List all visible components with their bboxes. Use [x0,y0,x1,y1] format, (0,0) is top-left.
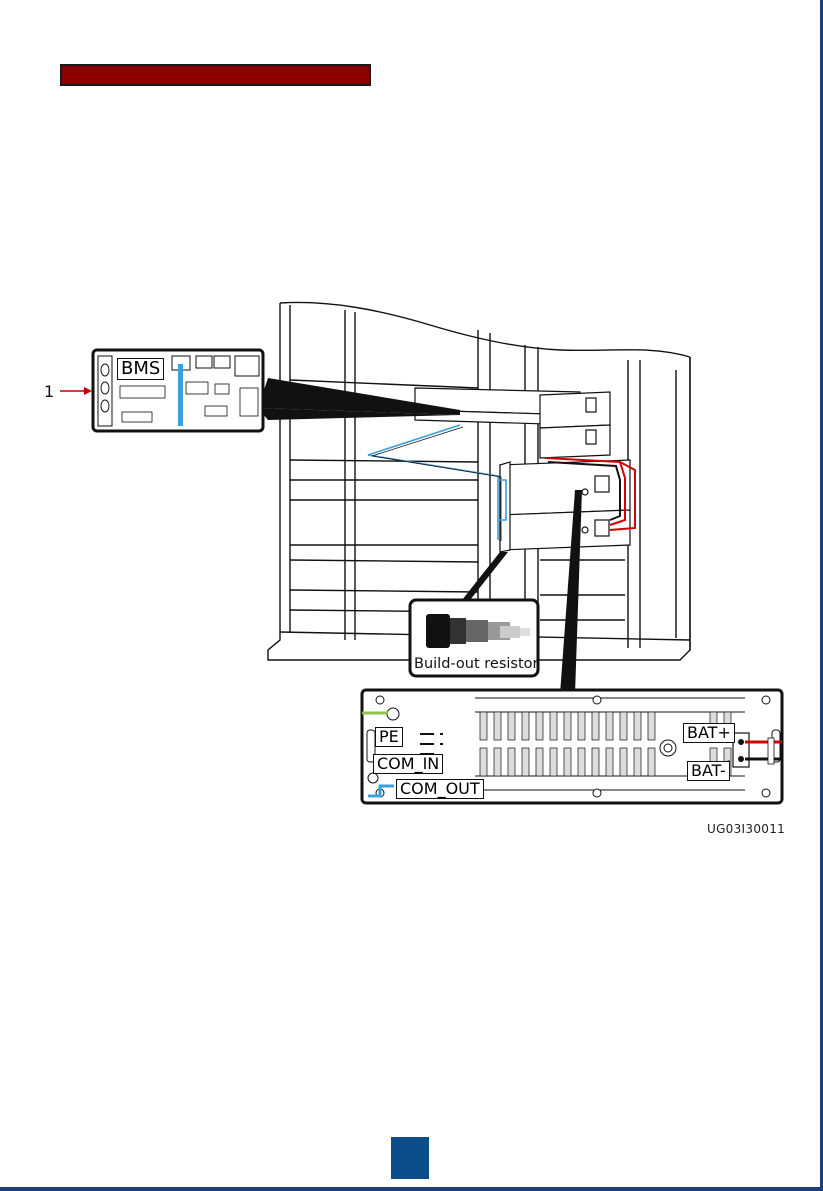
pe-port-label: PE [375,727,403,747]
bms-label: BMS [117,358,164,380]
bottom-bar [0,1187,823,1191]
bms-modules [500,460,630,552]
bat-minus-label: BAT- [687,761,730,781]
callout-arrow [60,387,92,395]
figure-id: UG03I30011 [707,823,785,835]
bat-plus-label: BAT+ [683,723,735,743]
callout-number: 1 [44,384,54,400]
upper-modules [415,388,610,458]
comm-cable-cabinet [368,425,506,541]
resistor-label: Build-out resistor [414,657,538,672]
com-out-port-label: COM_OUT [396,779,484,799]
page-number-tab [391,1137,429,1179]
com-in-port-label: COM_IN [373,754,443,774]
